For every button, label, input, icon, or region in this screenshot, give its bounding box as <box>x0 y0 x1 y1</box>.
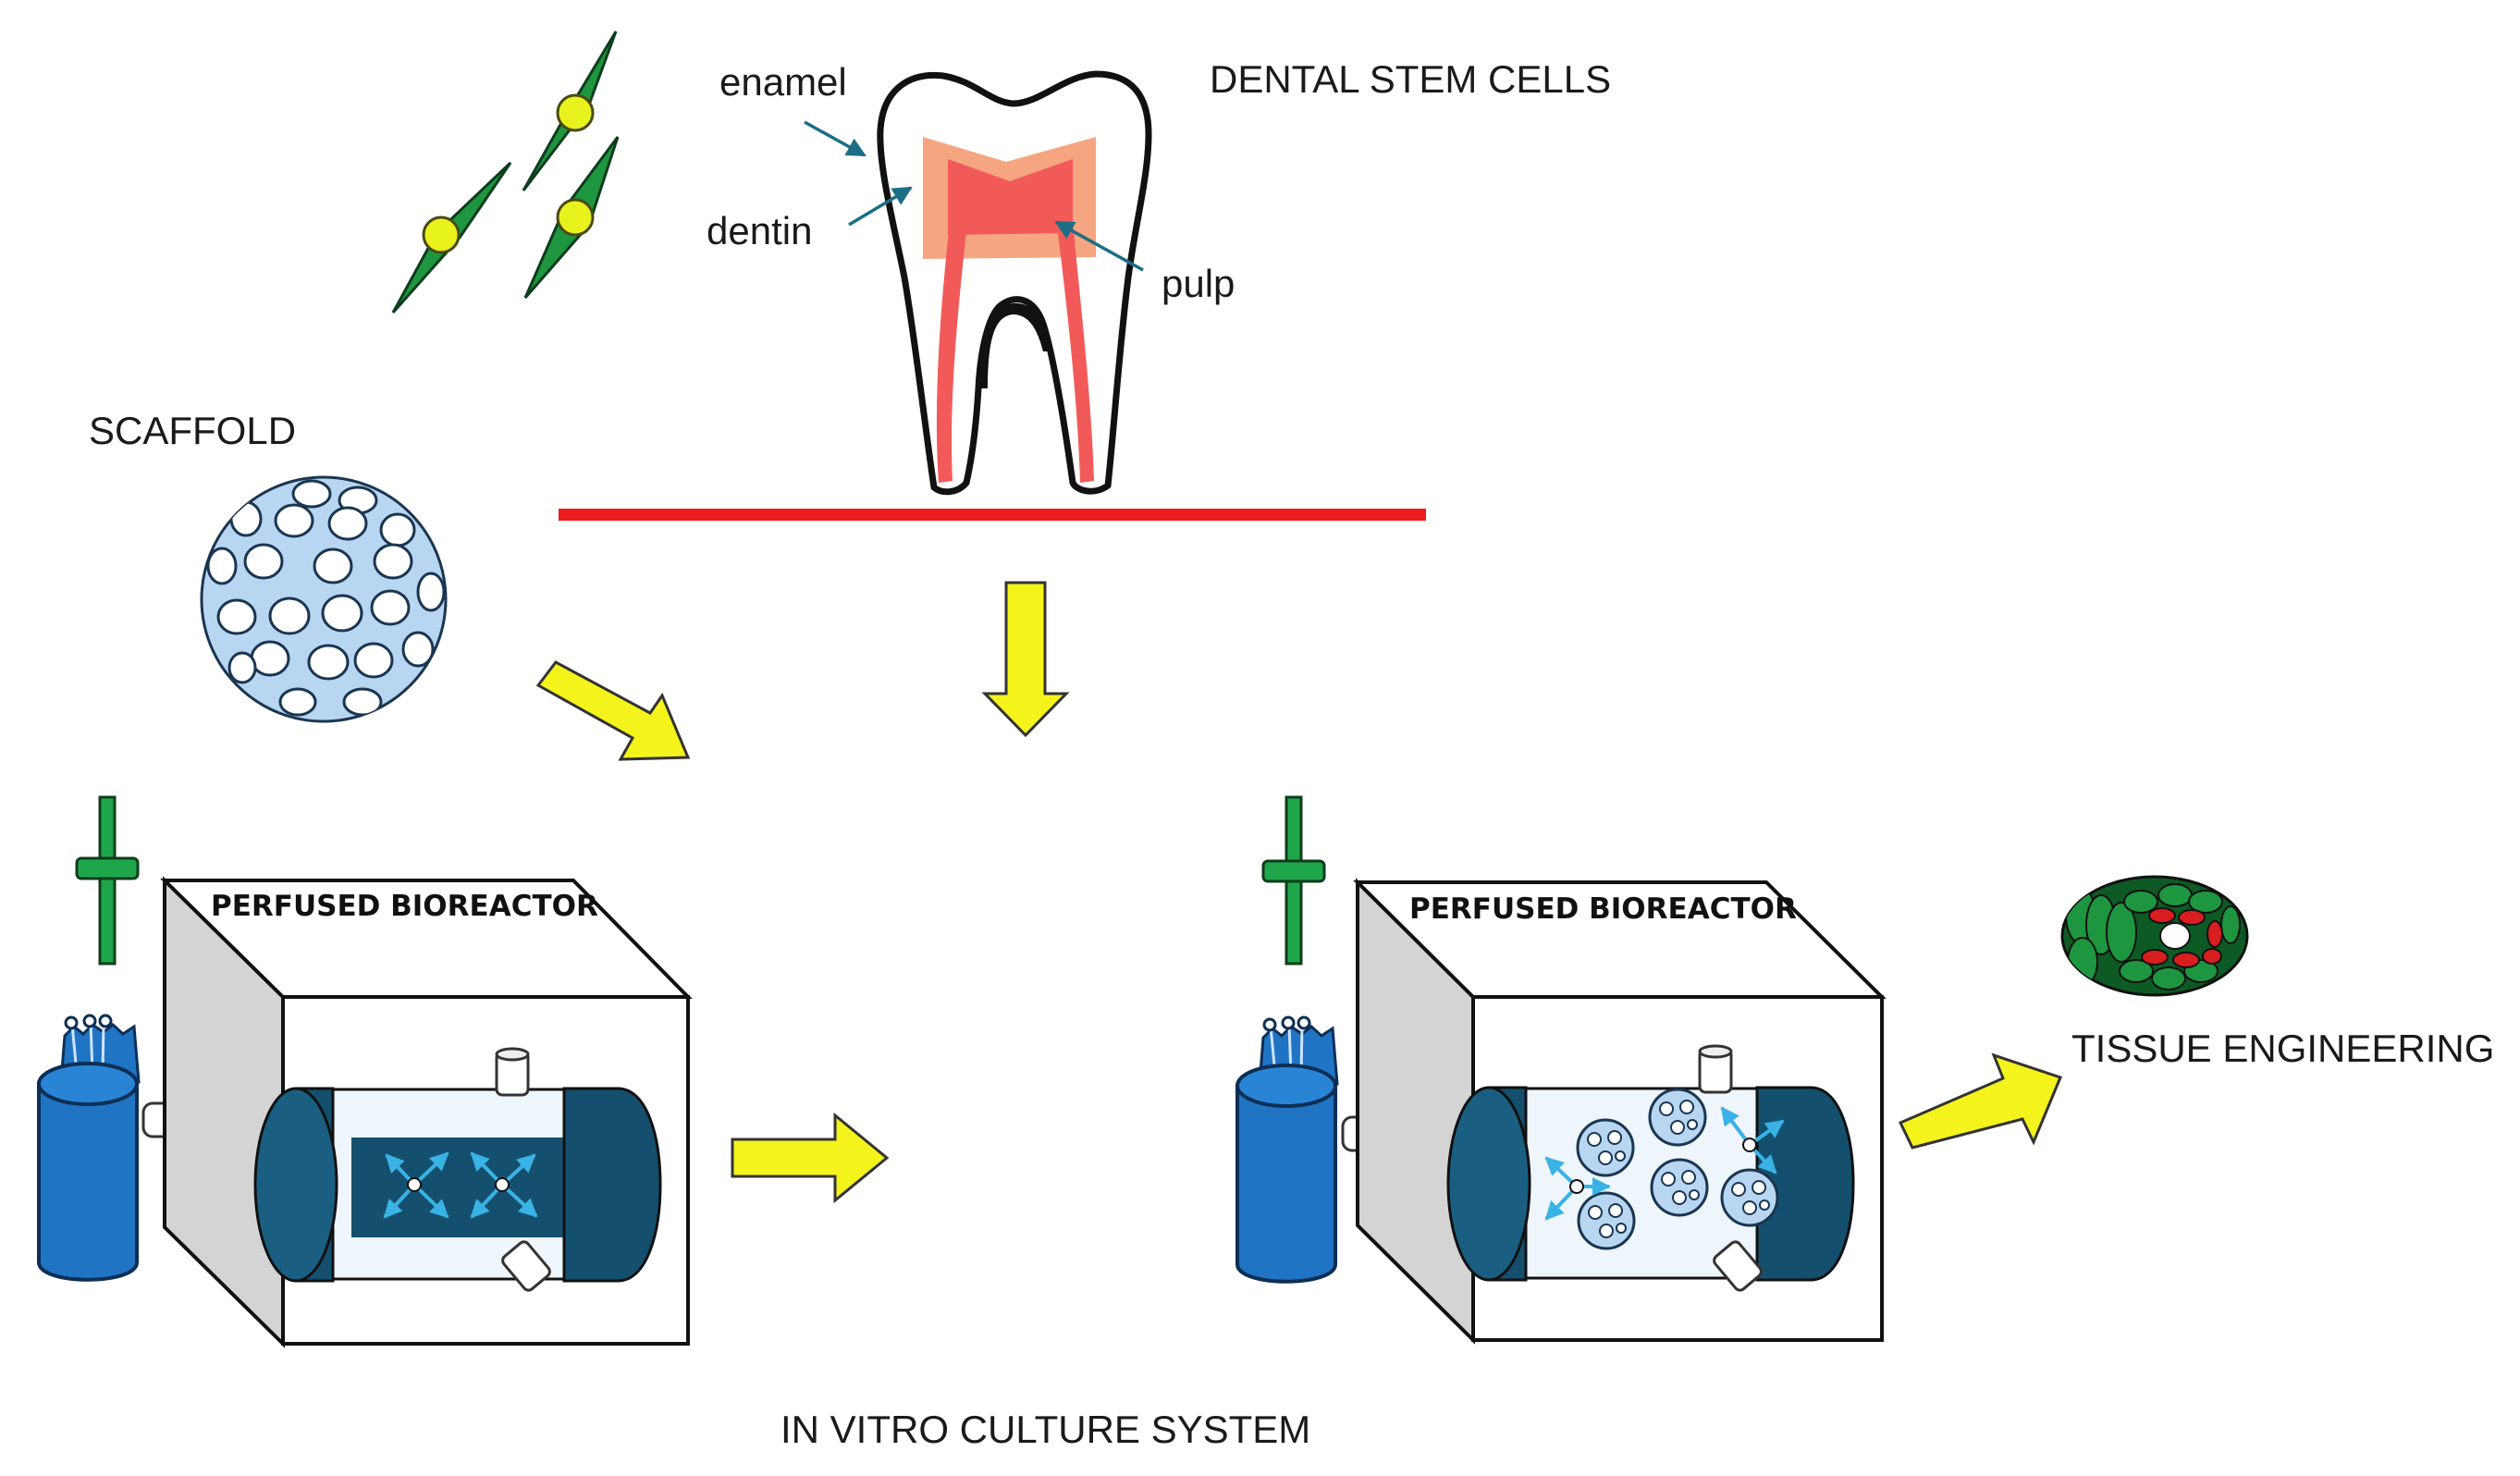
tooth-annotations <box>804 120 1144 272</box>
gum-line <box>559 509 1426 521</box>
label-bioreactor-right: PERFUSED BIOREACTOR <box>1409 892 1797 926</box>
process-arrow-icon <box>1898 1052 2063 1150</box>
bioreactor-icon <box>1353 878 1887 1345</box>
dentin-pointer <box>848 186 913 227</box>
flow-valve-icon <box>75 795 140 966</box>
process-arrows <box>535 581 2063 1204</box>
label-dentin: dentin <box>707 209 812 252</box>
process-arrow-icon <box>981 581 1070 738</box>
label-pulp: pulp <box>1162 262 1235 305</box>
process-arrow-icon <box>535 660 691 761</box>
bioreactor-right <box>1235 795 1887 1345</box>
process-arrow-icon <box>731 1112 890 1204</box>
enamel-pointer <box>804 120 867 157</box>
engineered-tissue-icon <box>2060 875 2249 997</box>
label-in-vitro-culture-system: IN VITRO CULTURE SYSTEM <box>781 1408 1310 1451</box>
labels: DENTAL STEM CELLS enamel dentin pulp SCA… <box>89 57 2494 1451</box>
tooth-icon <box>877 70 1152 496</box>
pulp-pointer <box>1054 220 1144 272</box>
bioreactor-left <box>37 795 693 1348</box>
label-enamel: enamel <box>719 60 847 104</box>
flow-valve-icon <box>1261 795 1326 966</box>
stem-cell-icon <box>391 161 512 314</box>
label-tissue-engineering: TISSUE ENGINEERING <box>2071 1027 2494 1070</box>
stem-cell-icon <box>522 31 618 191</box>
label-scaffold: SCAFFOLD <box>89 409 296 452</box>
bioreactor-icon <box>160 876 693 1348</box>
stem-cells <box>391 31 620 314</box>
label-bioreactor-left: PERFUSED BIOREACTOR <box>211 890 598 923</box>
stem-cell-icon <box>523 136 620 299</box>
label-dental-stem-cells: DENTAL STEM CELLS <box>1210 57 1611 101</box>
media-reservoir-icon <box>1235 1015 1398 1284</box>
scaffold-sphere-icon <box>200 475 448 723</box>
